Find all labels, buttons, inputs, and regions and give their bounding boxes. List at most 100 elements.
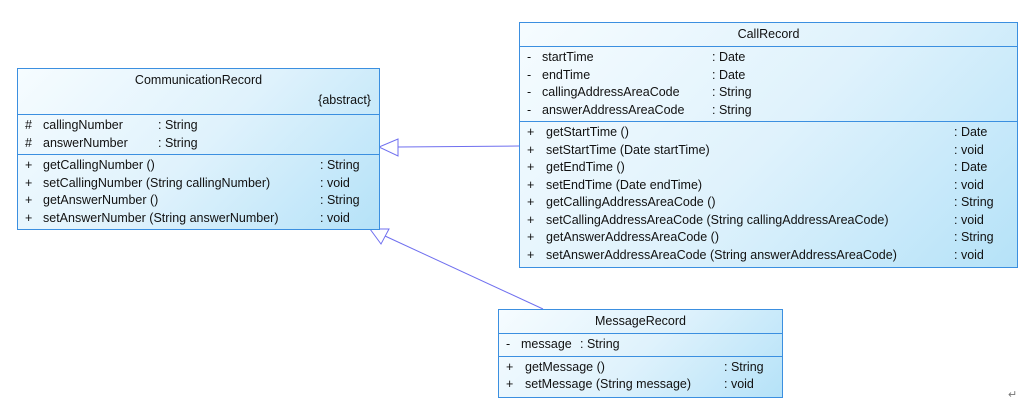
inheritance-arrow-icon xyxy=(377,138,399,157)
member-type: : Date xyxy=(712,67,746,82)
member-name: getMessage () xyxy=(525,359,605,374)
member-type: : String xyxy=(320,193,360,207)
member-name: answerNumber xyxy=(43,135,128,150)
visibility-marker: + xyxy=(25,210,33,225)
attributes-section: -startTime: Date-endTime: Date-callingAd… xyxy=(520,47,1017,122)
class-communication-record[interactable]: CommunicationRecord {abstract} # callingN… xyxy=(17,68,380,230)
methods-section: + getMessage () : String + setMessage (Strin… xyxy=(499,357,782,396)
attributes-section: -message : String xyxy=(499,334,782,357)
attribute-row: # answerNumber : String xyxy=(18,135,379,153)
member-name: setAnswerAddressAreaCode (String answerA… xyxy=(546,247,897,262)
method-row: + setAnswerAddressAreaCode (String answer… xyxy=(520,247,1017,265)
method-row: +setCallingNumber (String callingNumber)… xyxy=(18,175,379,193)
class-name: CommunicationRecord xyxy=(134,73,263,87)
member-name: setCallingAddressAreaCode (String callin… xyxy=(546,212,889,227)
method-row: + getAnswerNumber () : String xyxy=(18,192,379,210)
attribute-row: -message : String xyxy=(499,336,782,354)
class-call-record[interactable]: CallRecord -startTime: Date-endTime: Dat… xyxy=(519,22,1018,268)
member-name: getCallingAddressAreaCode () xyxy=(546,195,716,209)
method-row: +getStartTime (): Date xyxy=(520,124,1017,142)
visibility-marker: + xyxy=(506,359,514,374)
class-name: CallRecord xyxy=(737,27,800,41)
member-type: : String xyxy=(158,118,198,132)
visibility-marker: - xyxy=(506,337,511,351)
member-name: setEndTime (Date endTime) xyxy=(546,177,703,192)
attribute-row: -startTime : Date xyxy=(520,49,1017,67)
generalization-callrecord xyxy=(377,138,520,157)
member-type: : void xyxy=(954,212,984,227)
method-row: + setEndTime (Date endTime) : void xyxy=(520,177,1017,195)
class-header: CommunicationRecord {abstract} xyxy=(18,69,379,115)
visibility-marker: + xyxy=(527,125,535,139)
member-type: : String xyxy=(580,337,620,351)
member-type: : void xyxy=(320,210,350,225)
method-row: + getAnswerAddressAreaCode () : String xyxy=(520,229,1017,247)
member-type: : void xyxy=(954,247,984,262)
generalization-messagerecord xyxy=(369,228,544,310)
member-type: : void xyxy=(320,175,350,190)
member-name: callingAddressAreaCode xyxy=(542,85,680,99)
member-type: : String xyxy=(158,135,198,150)
visibility-marker: + xyxy=(527,160,535,174)
member-name: getAnswerNumber () xyxy=(43,193,159,207)
member-name: getStartTime () xyxy=(546,125,629,139)
member-name: answerAddressAreaCode xyxy=(542,102,685,117)
visibility-marker: + xyxy=(506,377,514,391)
methods-section: + getCallingNumber () : String+setCallingN… xyxy=(18,155,379,229)
attribute-row: # callingNumber : String xyxy=(18,117,379,135)
class-header: CallRecord xyxy=(520,23,1017,47)
methods-section: + getStartTime () : Date + setStartTime (Dat… xyxy=(520,122,1017,266)
member-type: : Date xyxy=(712,50,746,64)
attribute-row: -answerAddressAreaCode : String xyxy=(520,102,1017,120)
attribute-row: -callingAddressAreaCode : String xyxy=(520,84,1017,102)
visibility-marker: + xyxy=(25,193,33,207)
member-name: message xyxy=(521,337,572,351)
class-message-record[interactable]: MessageRecord -message : String + getMessa… xyxy=(498,309,783,398)
visibility-marker: + xyxy=(527,142,535,157)
member-type: : void xyxy=(724,377,754,391)
connector-line xyxy=(384,235,544,310)
visibility-marker: + xyxy=(527,195,535,209)
method-row: + getMessage () : String xyxy=(499,359,782,377)
visibility-marker: + xyxy=(25,158,33,172)
method-row: + setMessage (String message) : void xyxy=(499,376,782,394)
method-row: +getCallingNumber (): String xyxy=(18,157,379,175)
member-type: : String xyxy=(954,230,994,244)
visibility-marker: - xyxy=(527,85,532,99)
visibility-marker: - xyxy=(527,67,532,82)
member-name: getCallingNumber () xyxy=(43,158,155,172)
member-type: : Date xyxy=(954,160,988,174)
member-name: startTime xyxy=(542,50,594,64)
member-type: : String xyxy=(712,85,752,99)
member-type: : String xyxy=(712,102,752,117)
visibility-marker: # xyxy=(25,118,32,132)
member-name: endTime xyxy=(542,67,591,82)
class-name: MessageRecord xyxy=(594,314,686,328)
method-row: + getEndTime () : Date xyxy=(520,159,1017,177)
method-row: +setCallingAddressAreaCode (String calli… xyxy=(520,212,1017,230)
visibility-marker: + xyxy=(25,175,33,190)
member-type: : void xyxy=(954,142,984,157)
attribute-row: -endTime : Date xyxy=(520,67,1017,85)
visibility-marker: + xyxy=(527,247,535,262)
member-name: getAnswerAddressAreaCode () xyxy=(546,230,719,244)
member-name: callingNumber xyxy=(43,118,123,132)
member-name: setMessage (String message) xyxy=(525,377,692,391)
visibility-marker: + xyxy=(527,177,535,192)
connector-line xyxy=(397,145,520,148)
member-type: : String xyxy=(954,195,994,209)
class-stereotype: {abstract} xyxy=(318,93,371,107)
visibility-marker: - xyxy=(527,102,532,117)
member-name: setAnswerNumber (String answerNumber) xyxy=(43,210,279,225)
paragraph-mark: ↵ xyxy=(1008,389,1018,401)
class-header: MessageRecord xyxy=(499,310,782,334)
member-type: : void xyxy=(954,177,984,192)
attributes-section: # callingNumber : String # answerNumber : Str… xyxy=(18,115,379,155)
member-name: getEndTime () xyxy=(546,160,625,174)
method-row: + getCallingAddressAreaCode () : String xyxy=(520,194,1017,212)
member-name: setStartTime (Date startTime) xyxy=(546,142,710,157)
visibility-marker: + xyxy=(527,230,535,244)
visibility-marker: - xyxy=(527,50,532,64)
member-type: : String xyxy=(724,359,764,374)
visibility-marker: # xyxy=(25,135,32,150)
